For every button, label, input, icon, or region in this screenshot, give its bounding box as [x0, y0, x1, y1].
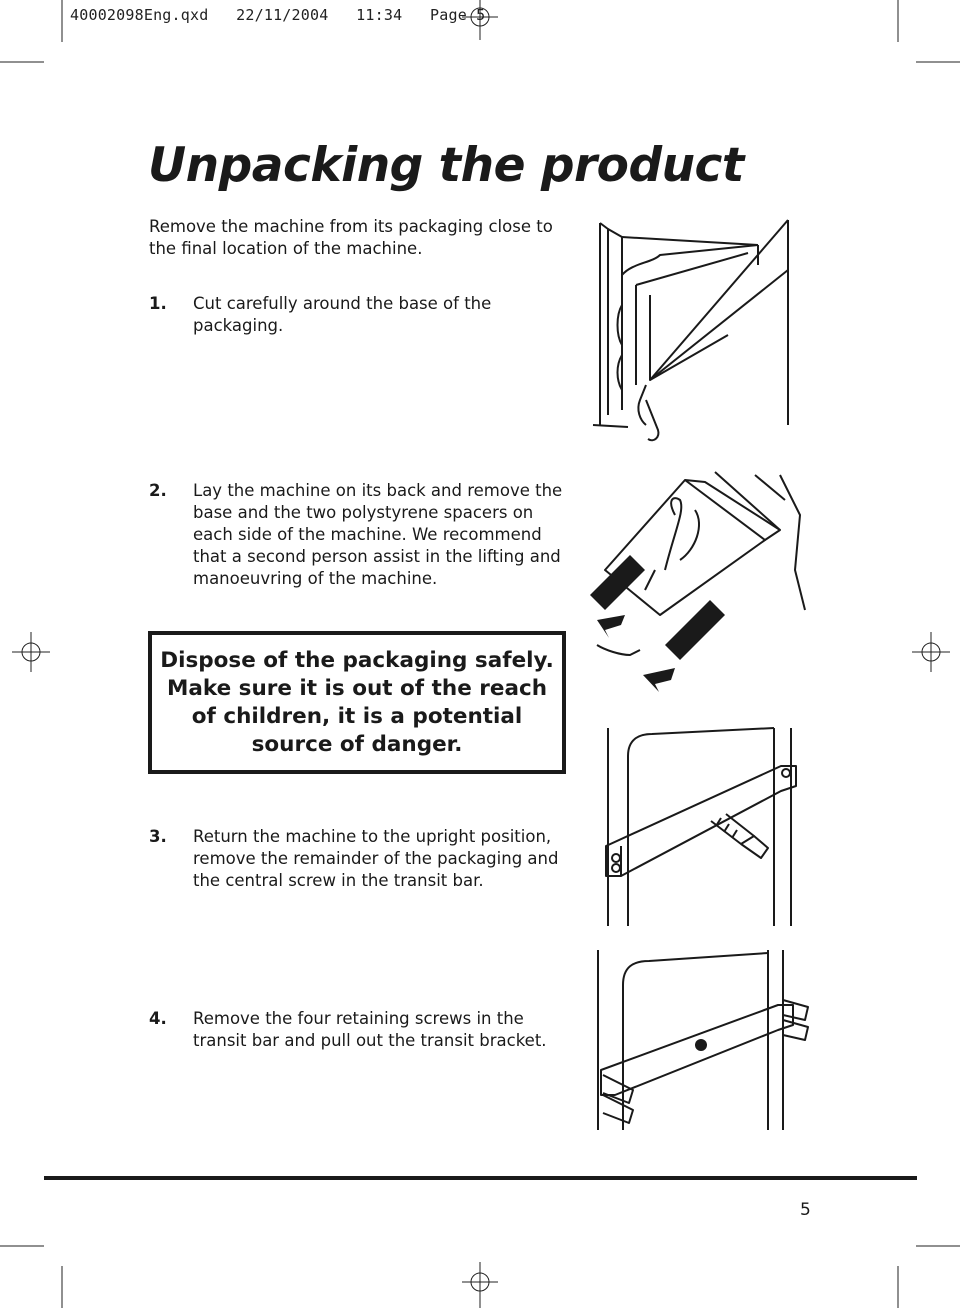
step-number: 2. — [149, 481, 167, 500]
step-text: Lay the machine on its back and remove t… — [193, 481, 563, 588]
illustration-cut-packaging — [592, 219, 789, 442]
step-text: Return the machine to the upright positi… — [193, 827, 559, 890]
slug-line: 40002098Eng.qxd 22/11/2004 11:34 Page 5 — [70, 6, 486, 24]
warning-text: Dispose of the packaging safely. Make su… — [160, 647, 554, 757]
page-number: 5 — [800, 1200, 811, 1220]
illustration-retaining-screws — [597, 950, 809, 1130]
illustration-remove-base — [590, 471, 806, 692]
step-text: Cut carefully around the base of the pac… — [193, 294, 492, 335]
intro-paragraph: Remove the machine from its packaging cl… — [149, 217, 553, 258]
step-number: 3. — [149, 827, 167, 846]
registration-mark-bottom — [462, 1262, 498, 1308]
step-text: Remove the four retaining screws in the … — [193, 1009, 547, 1050]
page-title: Unpacking the product — [148, 138, 744, 193]
step-number: 1. — [149, 294, 167, 313]
footer-rule — [44, 1176, 917, 1180]
illustration-central-screw — [605, 727, 797, 926]
registration-mark-right — [912, 632, 950, 672]
step-number: 4. — [149, 1009, 167, 1028]
warning-box: Dispose of the packaging safely. Make su… — [148, 631, 566, 774]
registration-mark-left — [12, 632, 50, 672]
